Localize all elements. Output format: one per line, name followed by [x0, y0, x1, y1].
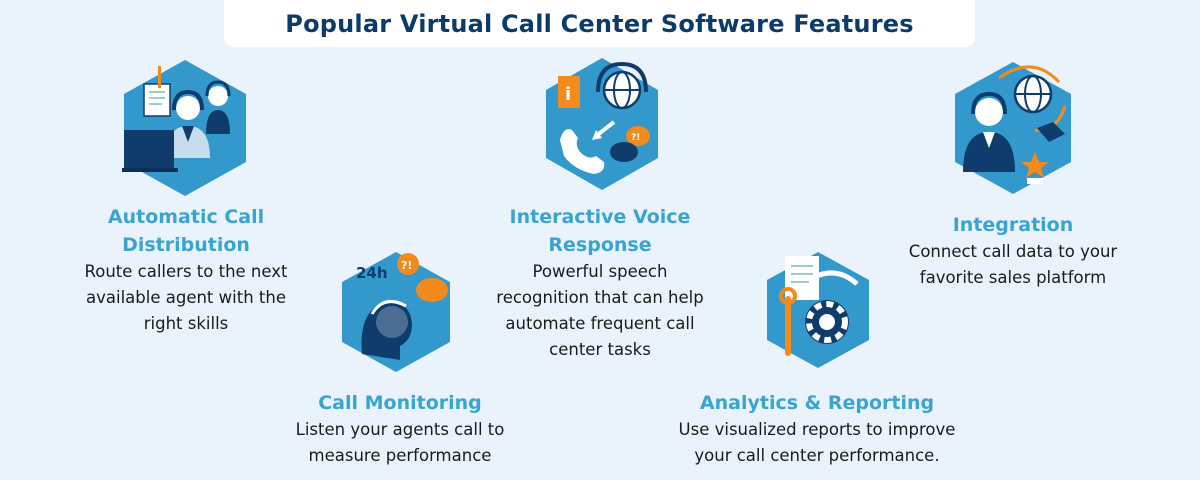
feature-call-monitoring: Call Monitoring Listen your agents call …	[255, 389, 545, 469]
feature-description: Route callers to the next	[84, 262, 288, 281]
feature-interactive-voice-response: Interactive Voice Response Powerful spee…	[470, 203, 730, 363]
title-banner: Popular Virtual Call Center Software Fea…	[224, 0, 975, 47]
feature-description: recognition that can help	[496, 288, 704, 307]
feature-description: measure performance	[308, 446, 492, 465]
alert-label: ?!	[401, 259, 412, 272]
feature-description: automate frequent call	[505, 314, 695, 333]
agents-headset-icon	[122, 58, 248, 198]
feature-title: Integration	[952, 214, 1074, 236]
feature-title: Distribution	[122, 234, 250, 256]
feature-title: Call Monitoring	[318, 392, 482, 414]
24h-label: 24h	[356, 264, 388, 282]
feature-description: Listen your agents call to	[295, 420, 505, 439]
feature-description: your call center performance.	[694, 446, 940, 465]
feature-title: Automatic Call	[107, 206, 265, 228]
feature-description: available agent with the	[86, 288, 286, 307]
feature-description: Use visualized reports to improve	[678, 420, 956, 439]
24h-monitoring-icon: 24h ?!	[340, 250, 452, 374]
feature-title: Response	[548, 234, 652, 256]
feature-description: Connect call data to your	[908, 242, 1118, 261]
feature-title: Analytics & Reporting	[699, 392, 935, 414]
integration-agent-globe-icon	[953, 60, 1073, 196]
alert-label-2: ?!	[631, 133, 640, 143]
feature-description: right skills	[143, 314, 229, 333]
feature-analytics-reporting: Analytics & Reporting Use visualized rep…	[642, 389, 992, 469]
info-label: i	[565, 84, 571, 105]
feature-automatic-call-distribution: Automatic Call Distribution Route caller…	[56, 203, 316, 337]
feature-description: center tasks	[549, 340, 651, 359]
feature-description: Powerful speech	[532, 262, 668, 281]
feature-integration: Integration Connect call data to your fa…	[877, 211, 1149, 291]
page-title: Popular Virtual Call Center Software Fea…	[285, 9, 914, 38]
feature-description: favorite sales platform	[919, 268, 1107, 287]
feature-title: Interactive Voice	[509, 206, 691, 228]
ivr-globe-headset-icon: i ?!	[544, 56, 660, 192]
reports-gear-wrench-icon	[765, 250, 871, 370]
